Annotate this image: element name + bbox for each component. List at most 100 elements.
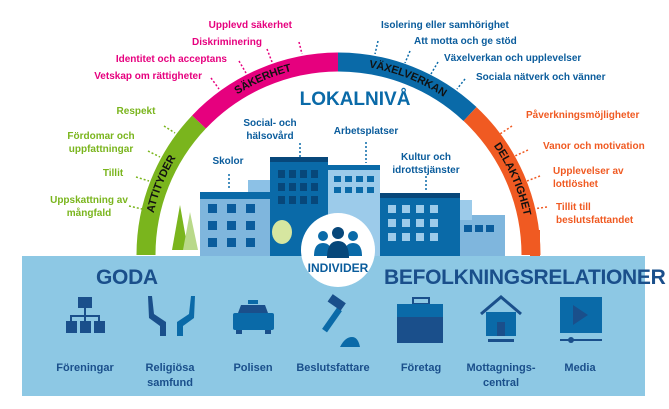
label-line: uppfattningar [68, 144, 134, 155]
label-line: lottlöshet [553, 179, 598, 190]
category-mottagningscentral: Mottagnings-central [466, 361, 535, 391]
people-icon [314, 227, 362, 258]
label-diskriminering: Diskriminering [191, 37, 262, 48]
hands-icon [148, 296, 195, 336]
window [289, 196, 296, 204]
label-vetskap: Vetskap om rättigheter [94, 71, 202, 82]
video-player-icon [560, 297, 602, 343]
windows [208, 170, 494, 247]
panel-title-left: GODA [96, 266, 158, 289]
label-line: hälsovård [246, 131, 294, 142]
window [208, 221, 217, 230]
label-tillit: Tillit [102, 168, 124, 179]
window [289, 183, 296, 191]
label-line: Fördomar och [67, 131, 135, 142]
label-vaxelverkan-upplevelser: Växelverkan och upplevelser [444, 53, 582, 64]
label-sociala-natverk: Sociala nätverk och vänner [476, 72, 606, 83]
window [334, 176, 341, 182]
window [311, 170, 318, 178]
segment-vaxelverkan [337, 52, 477, 122]
police-car-icon [233, 300, 274, 334]
tree-icon [172, 205, 188, 250]
window [311, 183, 318, 191]
tree-icon [272, 220, 292, 244]
window [227, 238, 236, 247]
window [486, 225, 494, 232]
window [367, 187, 374, 193]
label-line: beslutsfattandet [556, 215, 634, 226]
window [367, 176, 374, 182]
org-chart-icon [66, 297, 105, 333]
category-label: Föreningar [56, 362, 114, 374]
window [402, 219, 410, 227]
briefcase-icon [397, 297, 443, 343]
window [416, 205, 424, 213]
category-beslutsfattare: Beslutsfattare [296, 361, 369, 376]
window [416, 233, 424, 241]
label-line: Uppskattning av [50, 195, 128, 206]
window [334, 187, 341, 193]
window [416, 219, 424, 227]
window [208, 238, 217, 247]
label-line: Kultur och [400, 152, 451, 163]
window [388, 205, 396, 213]
label-line: Tillit till [556, 202, 591, 213]
connectors [128, 40, 548, 210]
window [227, 221, 236, 230]
label-social-halsovard: Social- och hälsovård [243, 117, 296, 143]
category-label: Företag [400, 362, 442, 374]
label-uppskattning: Uppskattning av mångfald [50, 194, 128, 220]
category-label: Beslutsfattare [296, 362, 370, 374]
label-line: Upplevelser av [553, 166, 624, 177]
house-icon [480, 295, 522, 342]
window [356, 187, 363, 193]
label-tillit-beslutsfattandet: Tillit till beslutsfattandet [556, 201, 633, 227]
label-line: mångfald [66, 208, 112, 219]
label-upplevelser-lottloshet: Upplevelser av lottlöshet [553, 165, 624, 191]
window [289, 170, 296, 178]
category-foretag: Företag [401, 361, 441, 376]
window [464, 225, 472, 232]
window [246, 221, 255, 230]
label-respekt: Respekt [116, 106, 156, 117]
window [356, 176, 363, 182]
window [388, 219, 396, 227]
individer-label: INDIVIDER [307, 261, 369, 275]
window [345, 176, 352, 182]
segment-sakerhet [192, 52, 339, 129]
window [402, 205, 410, 213]
window [475, 225, 483, 232]
category-label: central [482, 377, 520, 389]
label-upplevd-sakerhet: Upplevd säkerhet [208, 20, 292, 31]
category-label: Polisen [233, 362, 273, 374]
label-att-motta: Att motta och ge stöd [414, 36, 517, 47]
window [246, 238, 255, 247]
window [300, 183, 307, 191]
label-skolor: Skolor [212, 156, 244, 167]
gavel-icon [322, 294, 360, 347]
category-label: samfund [147, 377, 193, 389]
window [208, 204, 217, 213]
tree-icon [183, 212, 198, 250]
window [278, 170, 285, 178]
window [430, 205, 438, 213]
window [227, 204, 236, 213]
window [300, 170, 307, 178]
category-label: Mottagnings- [466, 362, 536, 374]
category-media: Media [564, 361, 595, 376]
window [345, 187, 352, 193]
category-label: Religiösa [145, 362, 195, 374]
segment-attityder [136, 115, 206, 256]
label-line: Social- och [243, 118, 297, 129]
window [430, 219, 438, 227]
window [278, 196, 285, 204]
category-polisen: Polisen [233, 361, 272, 376]
window [278, 183, 285, 191]
label-paverkningsmojligheter: Påverkningsmöjligheter [526, 110, 640, 121]
label-arbetsplatser: Arbetsplatser [333, 126, 399, 137]
center-title: LOKALNIVÅ [299, 89, 411, 110]
window [388, 233, 396, 241]
